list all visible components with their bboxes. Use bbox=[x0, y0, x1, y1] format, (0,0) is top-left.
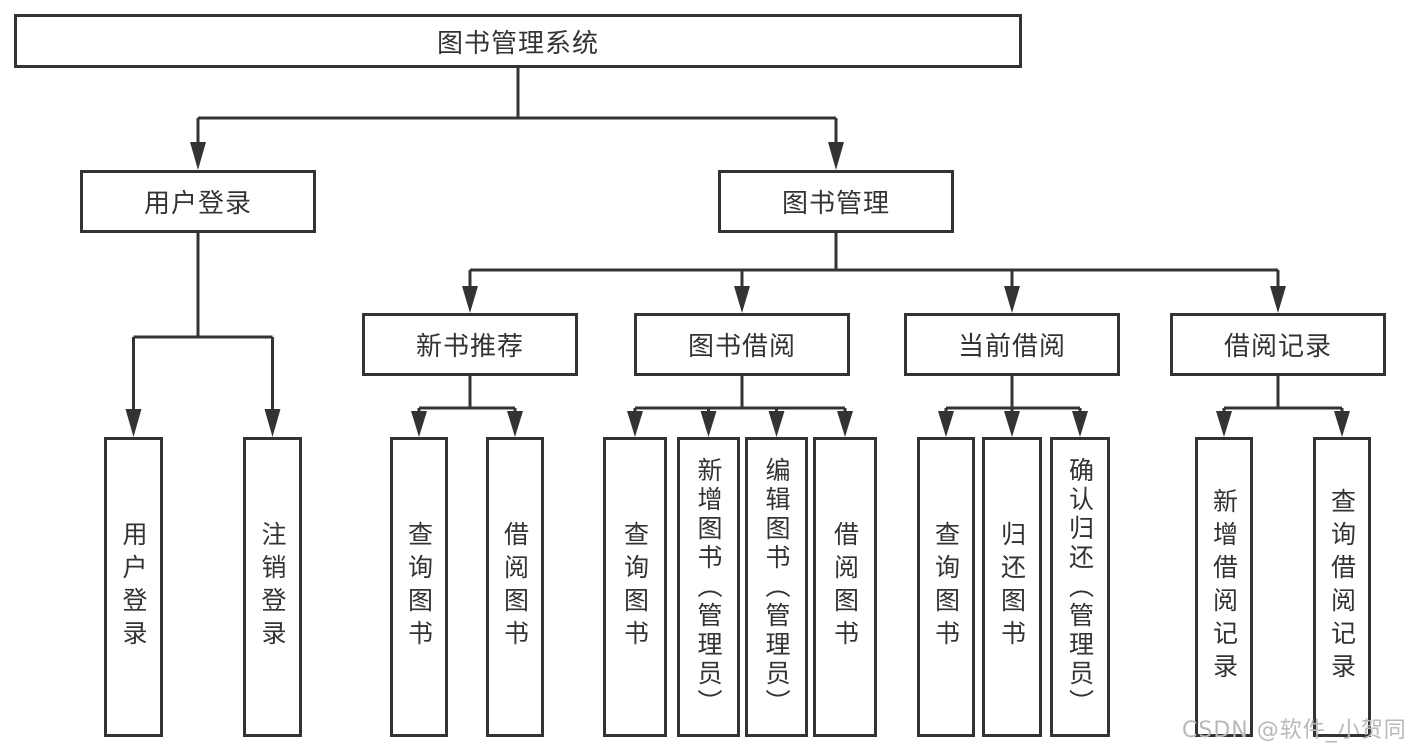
node-new-book-label: 新书推荐 bbox=[415, 332, 524, 362]
node-book-borrow: 图书借阅 bbox=[634, 313, 850, 376]
leaf-borrow-add-label: 新增图书（管理员） bbox=[694, 456, 723, 718]
node-book-management-label: 图书管理 bbox=[781, 189, 890, 219]
node-book-borrow-label: 图书借阅 bbox=[687, 332, 796, 362]
node-new-book-recommend: 新书推荐 bbox=[362, 313, 578, 376]
leaf-logout: 注销登录 bbox=[243, 437, 302, 737]
node-book-management: 图书管理 bbox=[718, 170, 954, 233]
leaf-user-login: 用户登录 bbox=[104, 437, 163, 737]
leaf-newbook-query: 查询图书 bbox=[390, 437, 448, 737]
node-borrow-records-label: 借阅记录 bbox=[1223, 332, 1332, 362]
leaf-logout-label: 注销登录 bbox=[258, 521, 287, 653]
leaf-records-query: 查询借阅记录 bbox=[1313, 437, 1371, 737]
leaf-borrow-query-label: 查询图书 bbox=[620, 521, 650, 653]
node-root: 图书管理系统 bbox=[14, 14, 1022, 68]
node-user-login-label: 用户登录 bbox=[143, 189, 252, 219]
arrowheads bbox=[125, 142, 1350, 437]
leaf-newbook-borrow: 借阅图书 bbox=[486, 437, 544, 737]
node-root-label: 图书管理系统 bbox=[436, 28, 599, 59]
leaf-borrow-borrow: 借阅图书 bbox=[813, 437, 877, 737]
leaf-current-return: 归还图书 bbox=[982, 437, 1042, 737]
leaf-newbook-borrow-label: 借阅图书 bbox=[500, 521, 530, 653]
node-current-borrow: 当前借阅 bbox=[904, 313, 1120, 376]
leaf-borrow-edit-admin: 编辑图书（管理员） bbox=[745, 437, 808, 737]
leaf-user-login-label: 用户登录 bbox=[119, 521, 148, 653]
leaf-current-query: 查询图书 bbox=[917, 437, 975, 737]
leaf-current-return-label: 归还图书 bbox=[997, 521, 1027, 653]
leaf-current-confirm-label: 确认归还（管理员） bbox=[1065, 456, 1095, 718]
leaf-newbook-query-label: 查询图书 bbox=[404, 521, 434, 653]
leaf-borrow-add-admin: 新增图书（管理员） bbox=[677, 437, 740, 737]
node-borrow-records: 借阅记录 bbox=[1170, 313, 1386, 376]
leaf-borrow-edit-label: 编辑图书（管理员） bbox=[762, 456, 791, 718]
leaf-current-confirm-admin: 确认归还（管理员） bbox=[1050, 437, 1110, 737]
watermark: CSDN @软件_小贺同学 bbox=[1182, 718, 1405, 743]
tree-edges bbox=[132, 68, 1344, 416]
leaf-records-query-label: 查询借阅记录 bbox=[1327, 488, 1357, 686]
node-current-borrow-label: 当前借阅 bbox=[957, 332, 1066, 362]
leaf-current-query-label: 查询图书 bbox=[931, 521, 961, 653]
leaf-borrow-query: 查询图书 bbox=[603, 437, 667, 737]
leaf-records-add: 新增借阅记录 bbox=[1195, 437, 1253, 737]
node-user-login-group: 用户登录 bbox=[80, 170, 316, 233]
leaf-records-add-label: 新增借阅记录 bbox=[1209, 488, 1239, 686]
leaf-borrow-borrow-label: 借阅图书 bbox=[830, 521, 860, 653]
